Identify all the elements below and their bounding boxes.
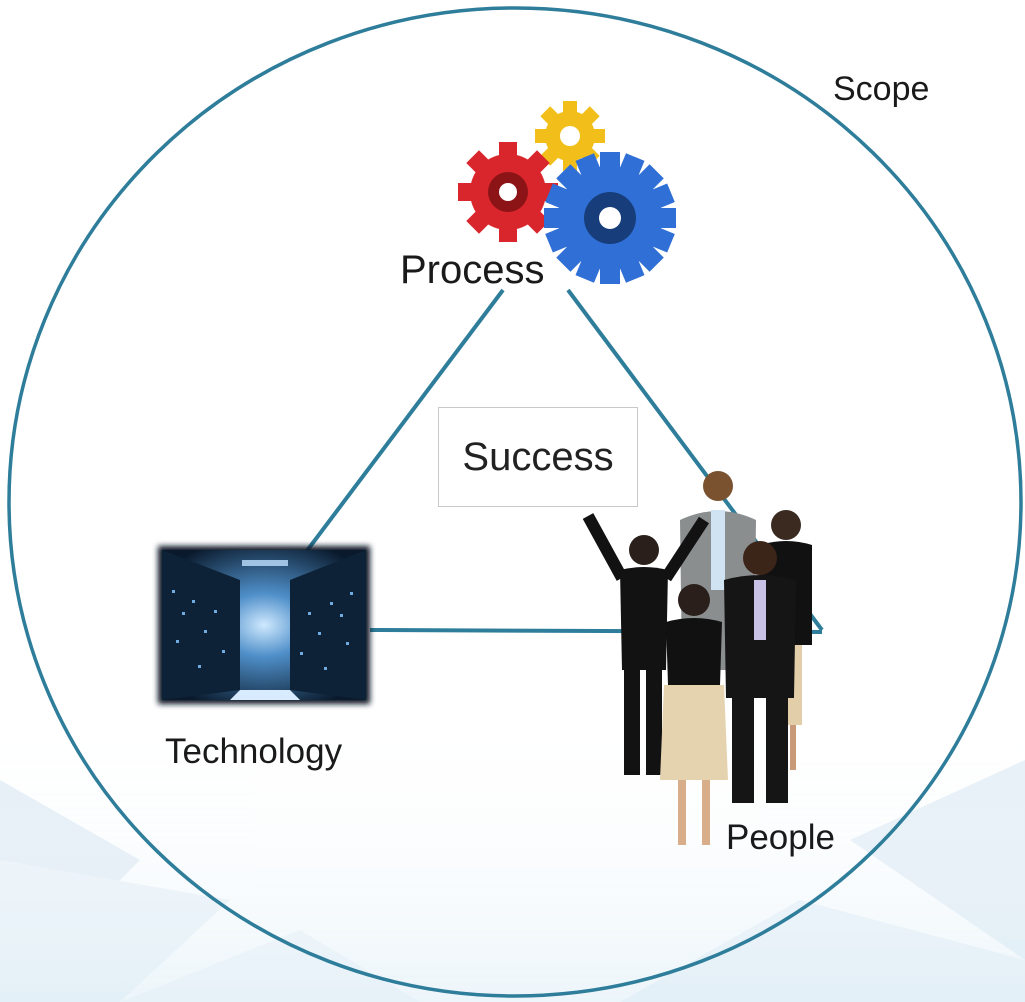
people-group-image	[582, 471, 812, 845]
process-label: Process	[400, 248, 545, 292]
edge-process-technology	[298, 288, 505, 562]
server-room-image	[158, 546, 370, 704]
success-box: Success	[438, 407, 638, 507]
person	[724, 541, 796, 803]
people-label: People	[726, 818, 835, 857]
background-polygons	[0, 700, 1025, 1002]
scope-label: Scope	[833, 70, 930, 108]
technology-label: Technology	[165, 732, 343, 771]
scope-circle	[7, 6, 1023, 998]
success-label: Success	[462, 434, 614, 479]
gears-icon	[458, 101, 676, 284]
person	[660, 584, 728, 845]
person	[582, 513, 710, 775]
